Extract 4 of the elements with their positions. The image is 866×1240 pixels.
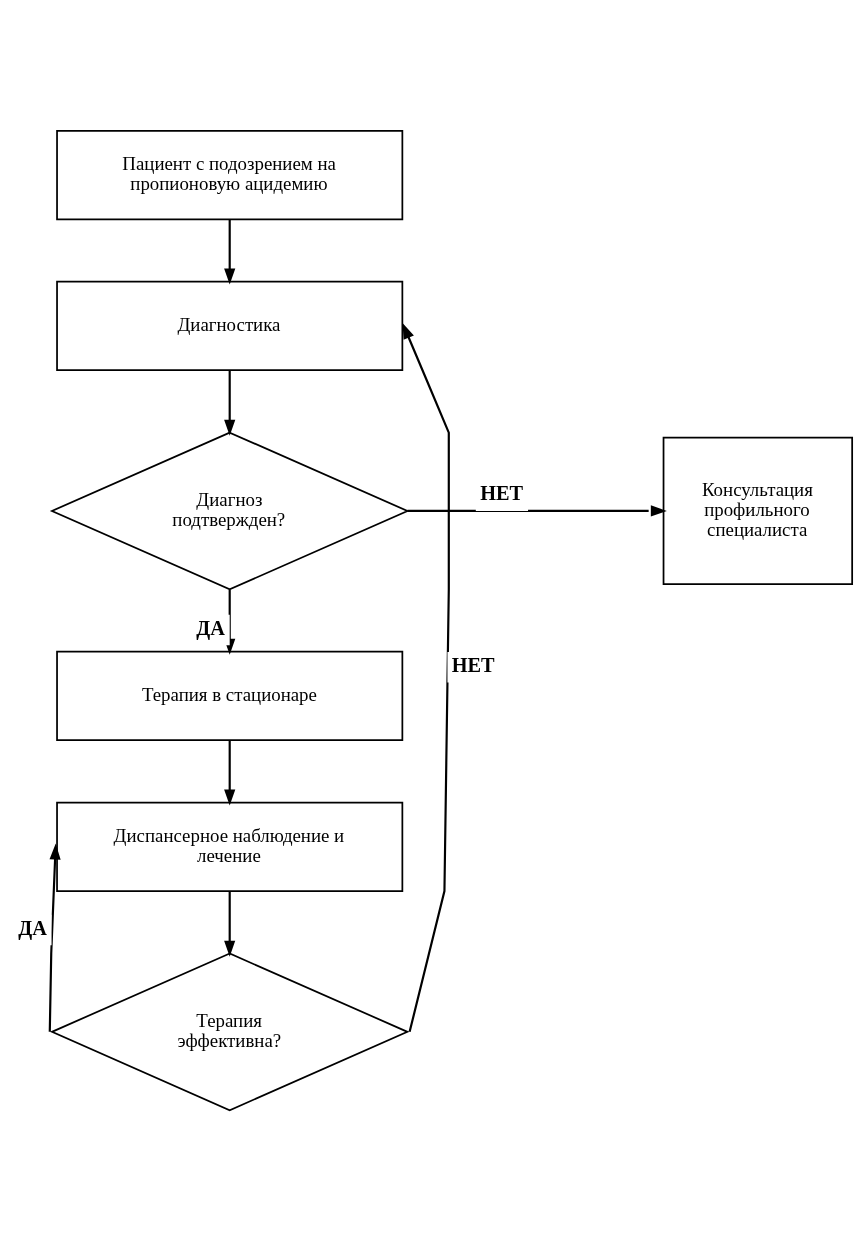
edge-label: НЕТ [451,653,495,676]
edge-label: ДА [18,916,47,939]
edge-label: ДА [196,616,225,639]
edge-label: НЕТ [480,481,524,504]
